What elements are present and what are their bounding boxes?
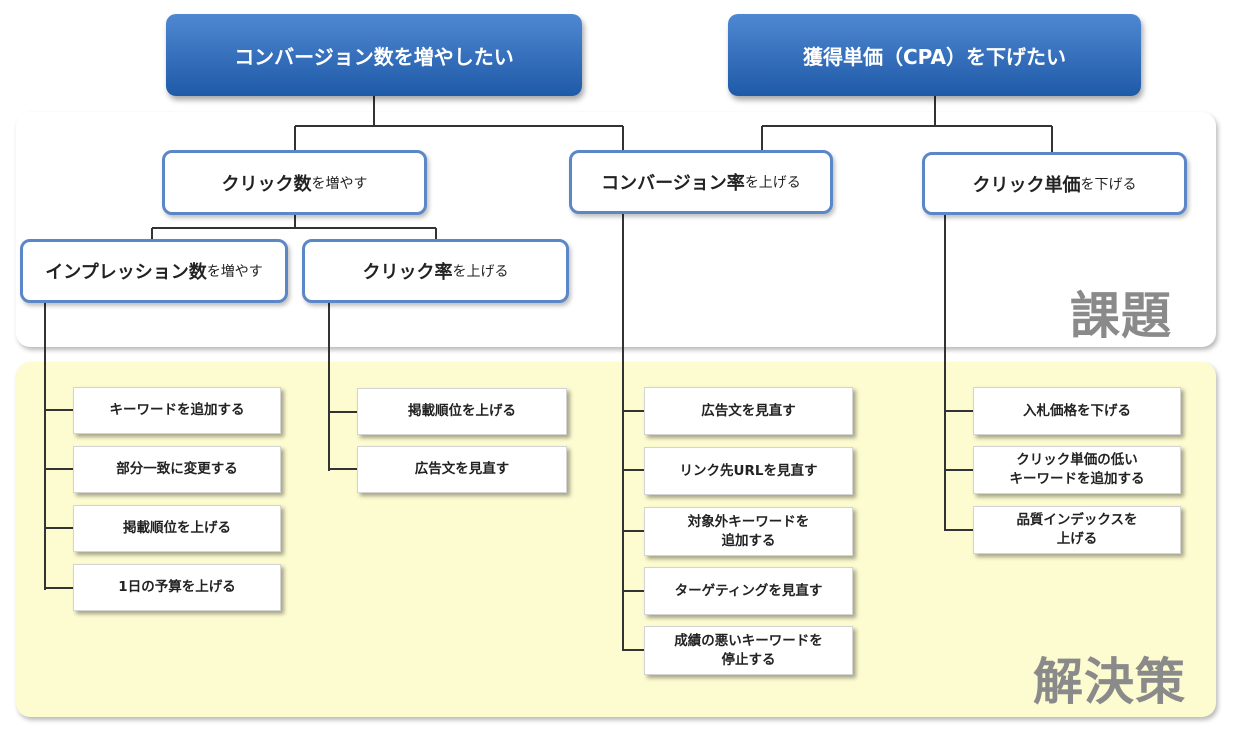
solution-cvr-review-ad-copy: 広告文を見直す	[644, 387, 853, 435]
solution-ctr-review-ad-copy: 広告文を見直す	[357, 446, 567, 493]
issue-cpc-weak: を下げる	[1080, 176, 1137, 193]
issue-cost-per-click: クリック単価を下げる	[922, 152, 1187, 215]
issue-impressions: インプレッション数を増やす	[20, 239, 288, 303]
issue-cvr-weak: を上げる	[744, 175, 801, 191]
solution-lower-bids: 入札価格を下げる	[973, 387, 1181, 435]
solution-broad-match: 部分一致に変更する	[73, 446, 281, 493]
issue-impressions-strong: インプレッション数	[45, 262, 207, 283]
goal-lower-cpa: 獲得単価（CPA）を下げたい	[728, 14, 1141, 96]
solution-add-negative-keywords: 対象外キーワードを 追加する	[644, 507, 853, 556]
goal-increase-conversions: コンバージョン数を増やしたい	[166, 14, 582, 96]
issue-ctr-strong: クリック率	[362, 262, 453, 283]
solution-ctr-raise-rank: 掲載順位を上げる	[357, 388, 567, 435]
solution-review-landing-url: リンク先URLを見直す	[644, 447, 853, 495]
solution-review-targeting: ターゲティングを見直す	[644, 567, 853, 615]
issue-conversion-rate: コンバージョン率を上げる	[569, 150, 833, 214]
solution-raise-quality-index: 品質インデックスを 上げる	[973, 506, 1181, 554]
issue-click-rate: クリック率を上げる	[302, 239, 569, 303]
issue-clicks-weak: を増やす	[311, 175, 368, 192]
solution-raise-rank: 掲載順位を上げる	[73, 505, 281, 552]
issue-cpc-strong: クリック単価	[972, 174, 1081, 196]
issue-impressions-weak: を増やす	[206, 264, 263, 280]
solution-add-low-cpc-keywords: クリック単価の低い キーワードを追加する	[973, 446, 1181, 494]
issue-ctr-weak: を上げる	[452, 264, 509, 280]
solution-add-keywords: キーワードを追加する	[73, 387, 281, 434]
issue-clicks: クリック数を増やす	[162, 150, 427, 215]
solution-raise-daily-budget: 1日の予算を上げる	[73, 564, 281, 611]
solution-pause-poor-keywords: 成績の悪いキーワードを 停止する	[644, 626, 853, 675]
issue-cvr-strong: コンバージョン率	[601, 173, 745, 194]
issue-clicks-strong: クリック数	[221, 173, 312, 195]
solutions-section-label: 解決策	[1033, 653, 1186, 711]
issues-section-label: 課題	[1070, 287, 1172, 345]
